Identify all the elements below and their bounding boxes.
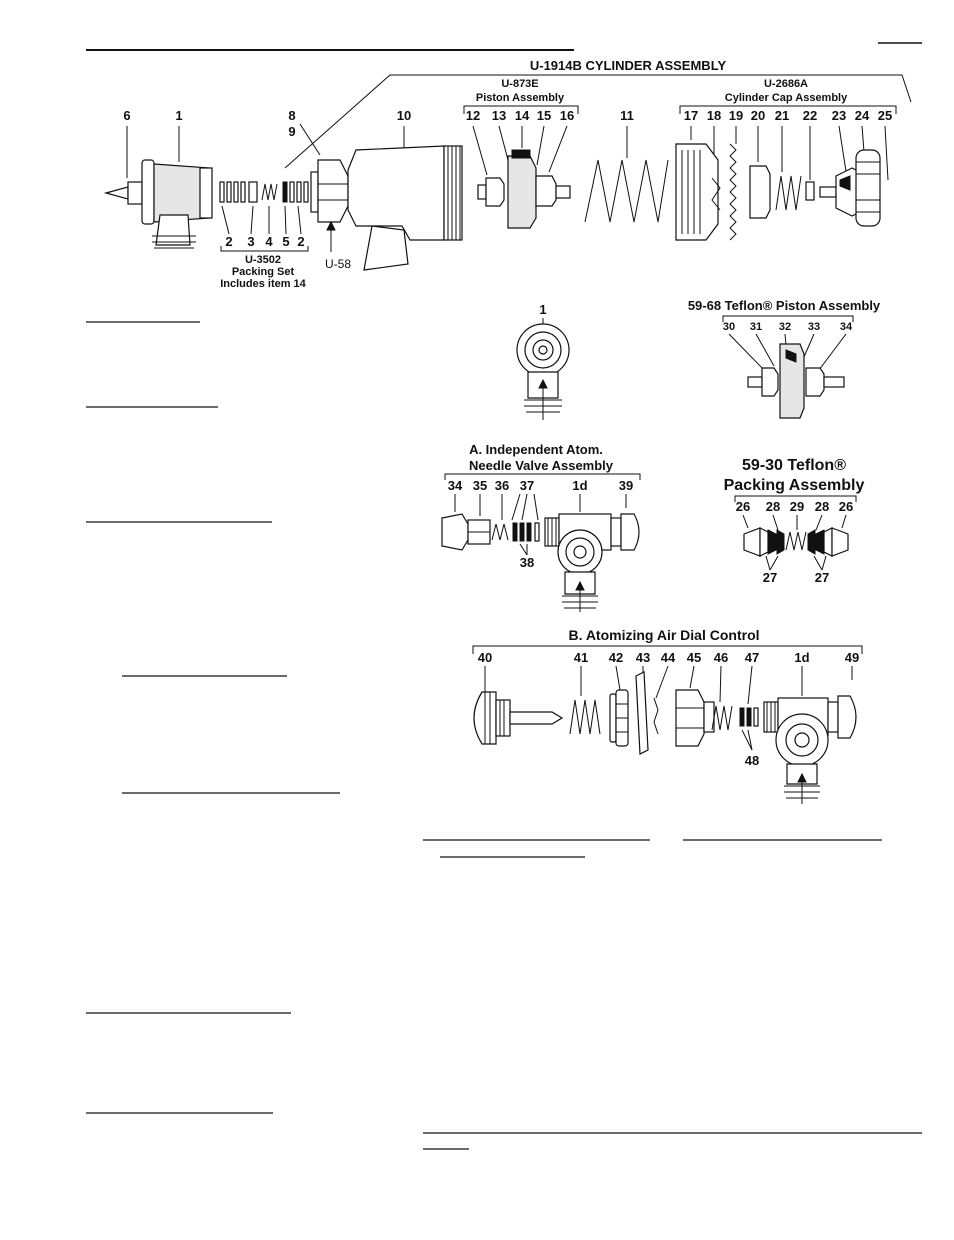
label-3: 3 [247,234,254,249]
label-17: 17 [684,108,698,123]
label-nv-1d: 1d [572,478,587,493]
label-28b: 28 [815,499,829,514]
label-44: 44 [661,650,676,665]
packing-set-part: U-3502 [245,254,281,266]
label-16: 16 [560,108,574,123]
piston-assembly-part: U-873E [501,78,538,90]
label-24: 24 [855,108,870,123]
label-5: 5 [282,234,289,249]
label-4: 4 [265,234,273,249]
label-47: 47 [745,650,759,665]
label-36: 36 [495,478,509,493]
label-11: 11 [620,108,634,123]
cap-assembly-name: Cylinder Cap Assembly [725,92,848,104]
part-1-body [103,159,213,249]
piston-assembly-name: Piston Assembly [476,92,565,104]
label-34: 34 [840,321,853,333]
label-22: 22 [803,108,817,123]
label-45: 45 [687,650,701,665]
label-35: 35 [473,478,487,493]
teflon-piston-title: 59-68 Teflon® Piston Assembly [688,298,881,313]
label-26b: 26 [839,499,853,514]
teflon-piston-assembly: 59-68 Teflon® Piston Assembly 30 31 32 3… [688,298,881,419]
label-43: 43 [636,650,650,665]
needle-valve-title-2: Needle Valve Assembly [469,458,614,473]
label-38: 38 [520,555,534,570]
label-21: 21 [775,108,789,123]
label-6: 6 [123,108,130,123]
label-29: 29 [790,499,804,514]
piston-assembly-parts [477,149,571,229]
label-1: 1 [175,108,182,123]
main-top-labels: 6 1 8 9 10 12 13 14 15 16 11 17 18 19 20… [123,108,892,139]
teflon-packing-assembly: 59-30 Teflon® Packing Assembly 26 28 29 … [724,457,865,585]
dial-control-title: B. Atomizing Air Dial Control [568,627,759,643]
label-18: 18 [707,108,721,123]
u58-label: U-58 [325,257,351,271]
label-31: 31 [750,321,762,333]
label-25: 25 [878,108,892,123]
label-39: 39 [619,478,633,493]
packing-set-parts [219,181,309,203]
label-42: 42 [609,650,623,665]
packing-set-bottom-labels: 2 3 4 5 2 U-3502 Packing Set Includes it… [220,205,309,290]
label-9: 9 [288,124,295,139]
label-32: 32 [779,321,791,333]
label-28a: 28 [766,499,780,514]
label-12: 12 [466,108,480,123]
label-20: 20 [751,108,765,123]
label-23: 23 [832,108,846,123]
cylinder-cap-parts [675,143,881,241]
label-15: 15 [537,108,551,123]
teflon-packing-title-1: 59-30 Teflon® [742,457,846,474]
label-2a: 2 [225,234,232,249]
label-27b: 27 [815,570,829,585]
label-30: 30 [723,321,735,333]
section-rules [86,321,922,1150]
needle-valve-title-1: A. Independent Atom. [469,442,603,457]
label-19: 19 [729,108,743,123]
end-view-body: 1 [516,302,570,420]
label-33: 33 [808,321,820,333]
label-27a: 27 [763,570,777,585]
label-48: 48 [745,753,759,768]
label-37: 37 [520,478,534,493]
main-assembly-title: U-1914B CYLINDER ASSEMBLY [530,58,727,73]
teflon-packing-title-2: Packing Assembly [724,477,865,494]
needle-valve-assembly: A. Independent Atom. Needle Valve Assemb… [441,442,641,612]
label-49: 49 [845,650,859,665]
atomizing-dial-control: B. Atomizing Air Dial Control 40 41 42 4… [472,627,863,804]
label-2b: 2 [297,234,304,249]
label-41: 41 [574,650,588,665]
label-46: 46 [714,650,728,665]
packing-set-line2: Includes item 14 [220,278,306,290]
packing-set-line1: Packing Set [232,266,295,278]
label-10: 10 [397,108,411,123]
cap-assembly-part: U-2686A [764,78,808,90]
label-14: 14 [515,108,530,123]
label-40: 40 [478,650,492,665]
main-cylinder-assembly: U-1914B CYLINDER ASSEMBLY U-873E Piston … [103,58,912,290]
label-13: 13 [492,108,506,123]
end-view-label: 1 [539,302,546,317]
part-11-spring [584,159,669,223]
label-8: 8 [288,108,295,123]
label-dc-1d: 1d [794,650,809,665]
label-nv-34: 34 [448,478,463,493]
part-10-cylinder: U-58 [310,145,463,271]
label-26a: 26 [736,499,750,514]
